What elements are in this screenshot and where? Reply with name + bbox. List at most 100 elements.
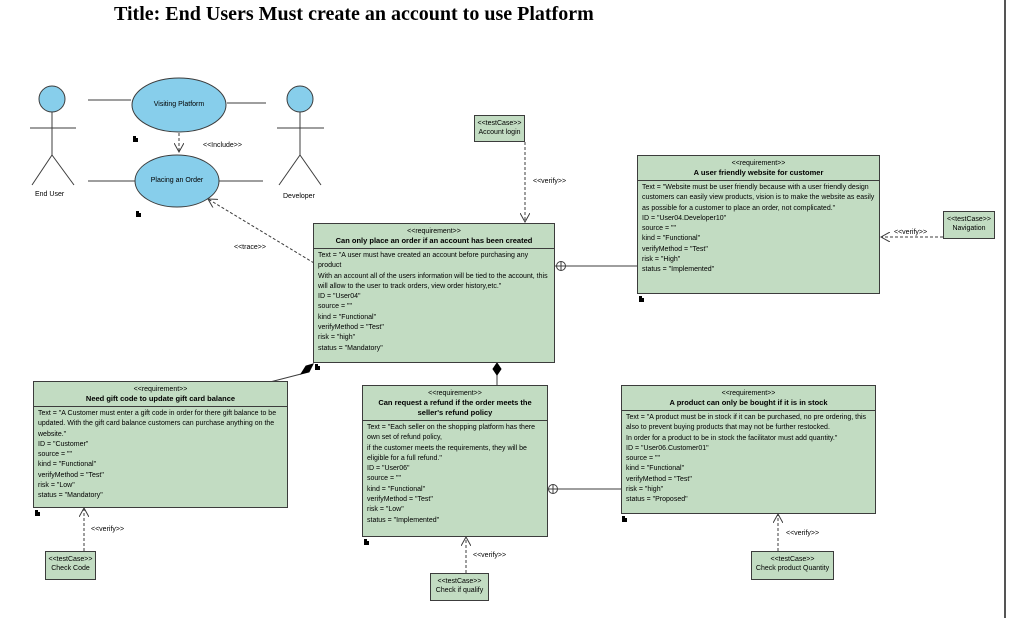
requirement-attribute: verifyMethod = "Test" [318,324,384,332]
test-case-stereotype: <<testCase>> [477,120,522,127]
requirement-attribute: status = "Mandatory" [318,344,383,352]
use-case-placing-order[interactable] [134,154,220,208]
requirement-attributes: Text = "Website must be user friendly be… [638,181,879,278]
requirement-attribute: verifyMethod = "Test" [38,471,104,479]
composition-connector-refund [492,362,502,385]
requirement-attribute: kind = "Functional" [318,313,377,321]
verify-label-check-qualify: <<verify>> [473,552,507,559]
requirement-refund[interactable]: <<requirement>> Can request a refund if … [362,385,548,537]
test-case-stereotype: <<testCase>> [947,216,991,223]
requirement-attribute: kind = "Functional" [642,235,701,243]
verify-label-check-code: <<verify>> [91,526,125,533]
test-case-name: Check product Quantity [755,565,830,572]
note-icon [35,510,40,516]
requirement-attribute: verifyMethod = "Test" [626,475,692,483]
requirement-attribute: In order for a product to be in stock th… [626,434,838,442]
use-case-label-visiting-platform: Visiting Platform [153,101,205,108]
requirement-stereotype: <<requirement>> [721,390,776,397]
include-label: <<Include>> [203,142,242,149]
test-case-account-login[interactable]: <<testCase>> Account login [474,115,525,142]
requirement-attribute: source = "" [318,303,352,311]
verify-label-navigation: <<verify>> [894,229,928,236]
requirement-attribute: source = "" [38,451,72,459]
test-case-stereotype: <<testCase>> [48,556,93,563]
requirement-attribute: risk = "high" [318,334,356,342]
requirement-attribute: Text = "Each seller on the shopping plat… [367,424,536,442]
requirement-attribute: verifyMethod = "Test" [367,496,433,504]
test-case-check-code[interactable]: <<testCase>> Check Code [45,551,96,580]
note-icon [136,211,141,217]
requirement-attribute: status = "Proposed" [626,496,688,504]
requirement-name: A product can only be bought if it is in… [622,398,875,411]
diagram-title: Title: End Users Must create an account … [114,3,594,25]
requirement-attributes: Text = "A user must have created an acco… [314,249,554,356]
requirement-stereotype: <<requirement>> [428,390,482,397]
test-case-check-quantity[interactable]: <<testCase>> Check product Quantity [751,551,834,580]
requirement-attribute: risk = "high" [626,486,664,494]
requirement-attribute: kind = "Functional" [38,461,97,469]
requirement-attribute: verifyMethod = "Test" [642,245,708,253]
note-icon [364,539,369,545]
test-case-stereotype: <<testCase>> [770,556,815,563]
requirement-stereotype: <<requirement>> [731,160,786,167]
test-case-stereotype: <<testCase>> [437,578,482,585]
requirement-attributes: Text = "Each seller on the shopping plat… [363,421,547,528]
requirement-attribute: source = "" [367,475,401,483]
association-lines [88,99,266,182]
requirement-attribute: source = "" [642,225,676,233]
requirement-name: Can only place an order if an account ha… [314,236,554,249]
actor-label-end-user: End User [35,191,65,198]
requirement-attribute: ID = "User04.Developer10" [642,214,727,222]
requirement-attribute: ID = "User06.Customer01" [626,444,709,452]
requirement-attribute: ID = "Customer" [38,440,89,448]
containment-connector-stock [548,484,621,494]
trace-connector [208,199,315,264]
note-icon [315,364,320,370]
requirement-stereotype: <<requirement>> [133,386,188,393]
note-icon [133,136,138,142]
requirement-attribute: status = "Implemented" [642,266,715,274]
requirement-attribute: status = "Mandatory" [38,492,103,500]
requirement-attribute: kind = "Functional" [367,485,426,493]
requirement-attribute: ID = "User06" [367,465,410,473]
test-case-navigation[interactable]: <<testCase>> Navigation [943,211,995,239]
requirement-name: Can request a refund if the order meets … [363,398,547,421]
requirement-giftcard[interactable]: <<requirement>> Need gift code to update… [33,381,288,508]
requirement-attribute: risk = "Low" [367,506,404,514]
test-case-name: Check if qualify [435,587,484,594]
requirement-attribute: Text = "Website must be user friendly be… [642,184,875,212]
requirement-name: A user friendly website for customer [638,168,879,181]
test-case-check-qualify[interactable]: <<testCase>> Check if qualify [430,573,489,601]
test-case-name: Check Code [51,565,90,572]
requirement-attribute: Text = "A Customer must enter a gift cod… [38,410,277,438]
requirement-attribute: With an account all of the users informa… [318,272,548,290]
requirement-attribute: risk = "High" [642,256,681,264]
requirement-attributes: Text = "A product must be in stock if it… [622,411,875,508]
actor-end-user[interactable] [30,85,76,186]
requirement-attribute: Text = "A user must have created an acco… [318,252,529,270]
verify-label-account-login: <<verify>> [533,178,567,185]
containment-connector-friendly [555,261,637,271]
requirement-stock[interactable]: <<requirement>> A product can only be bo… [621,385,876,514]
requirement-attributes: Text = "A Customer must enter a gift cod… [34,407,287,504]
note-icon [622,516,627,522]
page-border [1004,0,1006,618]
use-case-visiting-platform[interactable] [131,77,227,133]
requirement-account[interactable]: <<requirement>> Can only place an order … [313,223,555,363]
composition-connector-giftcard [269,363,314,383]
actor-label-developer: Developer [283,193,315,200]
requirement-friendly[interactable]: <<requirement>> A user friendly website … [637,155,880,294]
requirement-attribute: status = "Implemented" [367,516,440,524]
requirement-name: Need gift code to update gift card balan… [34,394,287,407]
verify-label-check-quantity: <<verify>> [786,530,820,537]
note-icon [639,296,644,302]
requirement-attribute: risk = "Low" [38,482,75,490]
requirement-attribute: kind = "Functional" [626,465,685,473]
requirement-stereotype: <<requirement>> [407,228,461,235]
requirement-attribute: if the customer meets the requirements, … [367,444,527,462]
use-case-label-placing-order: Placing an Order [150,177,204,184]
test-case-name: Navigation [952,225,986,232]
trace-label: <<trace>> [234,244,266,251]
actor-developer[interactable] [277,85,324,186]
